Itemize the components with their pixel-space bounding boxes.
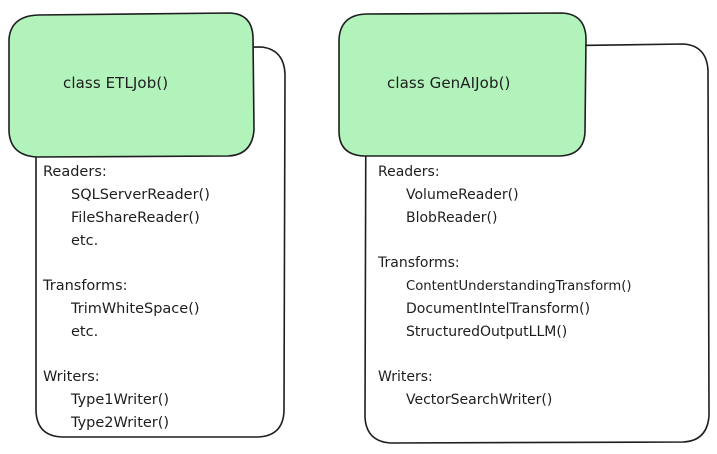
genai-transform-item: DocumentIntelTransform() xyxy=(406,301,591,317)
genai-job-title: class GenAIJob() xyxy=(387,74,511,92)
genai-reader-item: VolumeReader() xyxy=(406,187,519,203)
genai-writer-item: VectorSearchWriter() xyxy=(406,392,553,408)
genai-transforms-heading: Transforms: xyxy=(378,255,460,271)
etl-writer-item: Type2Writer() xyxy=(71,415,170,431)
etl-readers-heading: Readers: xyxy=(43,164,107,180)
etl-writers-heading: Writers: xyxy=(43,369,100,385)
etl-job-title: class ETLJob() xyxy=(63,74,169,92)
etl-job-header-box xyxy=(8,12,255,158)
etl-transforms-heading: Transforms: xyxy=(43,278,128,294)
etl-transform-item: etc. xyxy=(71,324,99,340)
genai-transform-item: ContentUnderstandingTransform() xyxy=(406,279,632,294)
genai-readers-section: Readers: VolumeReader() BlobReader() Tra… xyxy=(378,161,632,412)
etl-writer-item: Type1Writer() xyxy=(71,392,170,408)
genai-reader-item: BlobReader() xyxy=(406,210,498,226)
etl-reader-item: etc. xyxy=(71,233,99,249)
etl-transform-item: TrimWhiteSpace() xyxy=(71,301,200,317)
etl-reader-item: FileShareReader() xyxy=(71,210,200,226)
genai-transform-item: StructuredOutputLLM() xyxy=(406,324,568,340)
genai-readers-heading: Readers: xyxy=(378,164,440,180)
genai-writers-heading: Writers: xyxy=(378,369,433,385)
etl-readers-section: Readers: SQLServerReader() FileShareRead… xyxy=(43,161,210,435)
etl-reader-item: SQLServerReader() xyxy=(71,187,210,203)
genai-job-header-box xyxy=(338,12,587,157)
